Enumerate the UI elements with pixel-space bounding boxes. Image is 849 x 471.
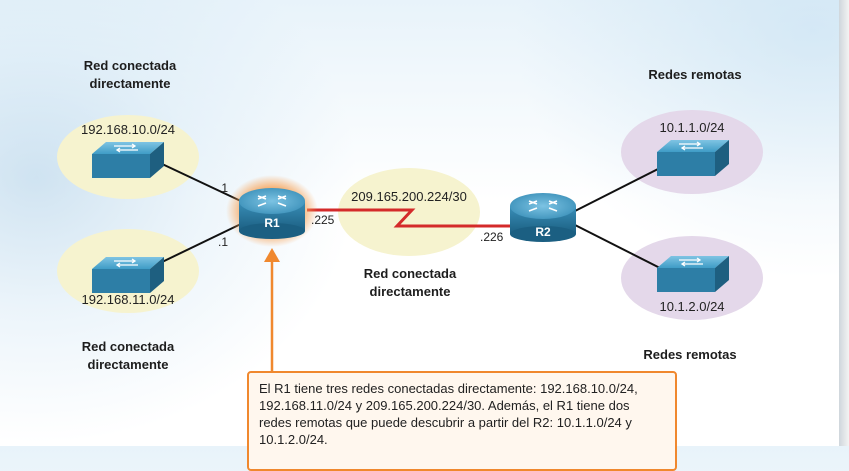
wan-label-line2: directamente [369,284,451,299]
lan2-label-line2: directamente [87,357,169,372]
serial-link-icon [307,208,510,228]
network-diagram [57,110,763,371]
router-r2-icon [510,193,576,242]
lan2-label-line1: Red conectada [81,339,175,354]
lan2-label: Red conectada directamente [58,338,198,374]
remote1-label: Redes remotas [648,67,742,82]
lan1-label-line1: Red conectada [83,58,177,73]
switch-icon [92,142,164,178]
wan-address: 209.165.200.224/30 [351,189,467,204]
r1-lan1-interface: .1 [218,181,229,195]
callout-box: El R1 tiene tres redes conectadas direct… [247,371,677,471]
remote1-address: 10.1.1.0/24 [659,120,725,135]
switch-icon [92,257,164,293]
wan-label-line1: Red conectada [363,266,457,281]
switch-icon [657,256,729,292]
switch-icon [657,140,729,176]
lan1-address: 192.168.10.0/24 [81,122,175,137]
lan1-label-line2: directamente [89,76,171,91]
right-edge-bar [839,0,849,446]
link-r2-remote2 [574,224,661,269]
callout-arrow-icon [264,248,280,371]
lan2-address: 192.168.11.0/24 [81,292,175,307]
r1-wan-interface: .225 [311,213,335,227]
r1-lan2-interface: .1 [218,235,229,249]
link-lan2-r1 [159,221,246,264]
r2-wan-interface: .226 [480,230,504,244]
remote2-address: 10.1.2.0/24 [659,299,725,314]
lan1-label: Red conectada directamente [60,57,200,93]
router-r1-label: R1 [264,216,280,230]
link-r2-remote1 [574,167,661,212]
wan-label: Red conectada directamente [340,265,480,301]
remote2-label: Redes remotas [643,347,737,362]
router-r1-icon [226,175,318,247]
router-r2-label: R2 [535,225,551,239]
